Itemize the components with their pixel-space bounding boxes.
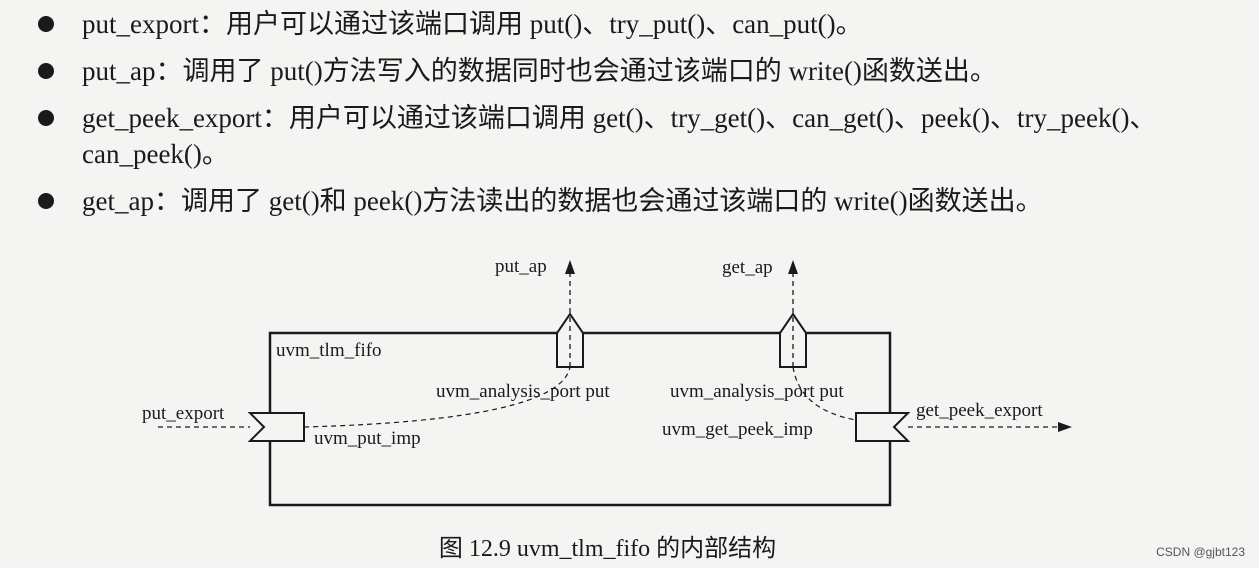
get-peek-export-imp-symbol — [855, 412, 911, 442]
watermark: CSDN @gjbt123 — [1156, 545, 1245, 559]
bullet-text: get_ap：调用了 get()和 peek()方法读出的数据也会通过该端口的 … — [82, 186, 1043, 216]
bullet-item-get-peek-export: get_peek_export：用户可以通过该端口调用 get()、try_ge… — [38, 100, 1238, 172]
bullet-dot-icon — [38, 16, 54, 32]
bullet-item-put-ap: put_ap：调用了 put()方法写入的数据同时也会通过该端口的 write(… — [38, 53, 1238, 89]
put-ap-label: put_ap — [495, 256, 547, 277]
bullet-text: put_ap：调用了 put()方法写入的数据同时也会通过该端口的 write(… — [82, 56, 997, 86]
put-ap-internal-label: uvm_analysis_port put — [436, 381, 610, 402]
get-peek-export-internal-label: uvm_get_peek_imp — [662, 419, 813, 440]
put-ap-arrow-icon — [565, 260, 575, 274]
get-peek-export-label: get_peek_export — [916, 400, 1043, 421]
get-ap-port-symbol — [779, 312, 807, 368]
put-export-internal-label: uvm_put_imp — [314, 428, 421, 449]
bullet-list: put_export：用户可以通过该端口调用 put()、try_put()、c… — [38, 6, 1238, 230]
get-ap-arrow-icon — [788, 260, 798, 274]
get-ap-internal-label: uvm_analysis_port put — [670, 381, 844, 402]
get-peek-export-arrow-icon — [1058, 422, 1072, 432]
bullet-dot-icon — [38, 193, 54, 209]
component-name-label: uvm_tlm_fifo — [276, 340, 382, 361]
figure-caption: 图 12.9 uvm_tlm_fifo 的内部结构 — [438, 536, 777, 562]
bullet-dot-icon — [38, 63, 54, 79]
bullet-item-get-ap: get_ap：调用了 get()和 peek()方法读出的数据也会通过该端口的 … — [38, 183, 1238, 219]
bullet-text: get_peek_export：用户可以通过该端口调用 get()、try_ge… — [82, 103, 1157, 169]
get-ap-label: get_ap — [722, 257, 773, 278]
put-ap-port-symbol — [556, 312, 584, 368]
bullet-text: put_export：用户可以通过该端口调用 put()、try_put()、c… — [82, 9, 863, 39]
put-export-imp-symbol — [247, 412, 305, 442]
put-export-label: put_export — [142, 403, 225, 424]
bullet-dot-icon — [38, 110, 54, 126]
bullet-item-put-export: put_export：用户可以通过该端口调用 put()、try_put()、c… — [38, 6, 1238, 42]
get-ap-to-get-peek-imp-link — [792, 366, 857, 421]
